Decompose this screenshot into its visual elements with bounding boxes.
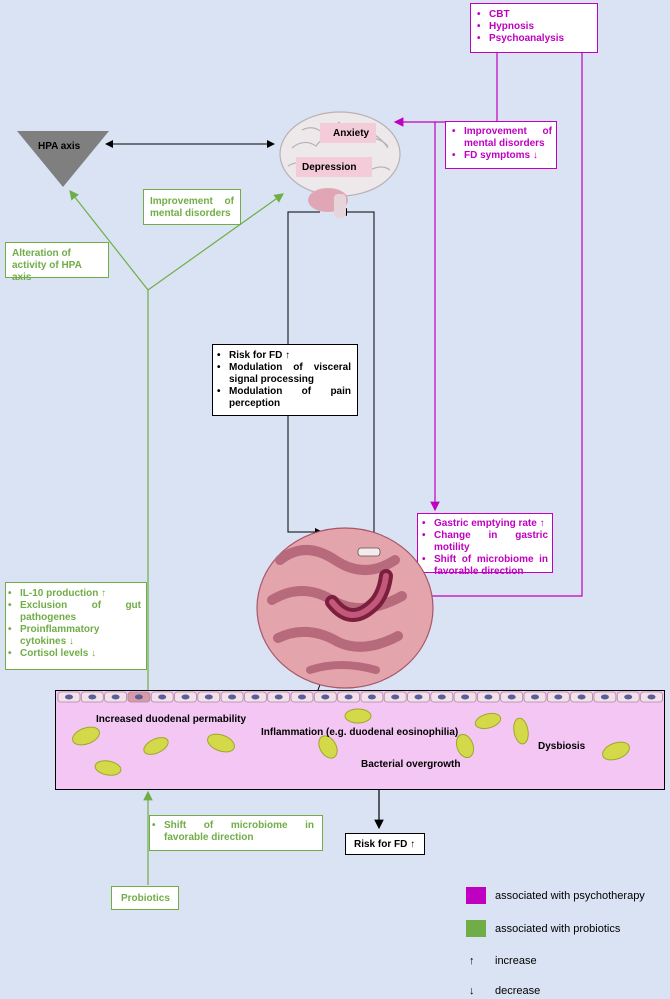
cell-nucleus	[111, 694, 120, 700]
cell-nucleus	[228, 694, 237, 700]
risk-modulation-item: Risk for FD ↑	[215, 350, 351, 362]
inflammation-label: Inflammation (e.g. duodenal eosinophilia…	[261, 727, 459, 738]
legend-decrease-arrow: ↓	[469, 985, 475, 997]
duodenum-band: Increased duodenal permability Inflammat…	[55, 690, 665, 790]
probiotic-effect: Proinflammatory cytokines ↓	[6, 624, 141, 648]
risk-fd-box: Risk for FD ↑	[345, 833, 425, 855]
cell-nucleus	[158, 694, 167, 700]
probiotics-box: Probiotics	[111, 886, 179, 910]
legend-decrease-label: decrease	[495, 985, 541, 997]
legend-psychotherapy-swatch	[466, 887, 486, 904]
overgrowth-label: Bacterial overgrowth	[361, 759, 461, 770]
cell-nucleus	[204, 694, 213, 700]
gastric-effect: Shift of microbiome in favorable directi…	[420, 554, 548, 578]
hpa-axis-label: HPA axis	[38, 141, 81, 152]
intestine-icon	[256, 527, 434, 689]
anxiety-box	[320, 123, 376, 143]
anxiety-label: Anxiety	[333, 128, 370, 139]
cell-nucleus	[647, 694, 656, 700]
cell-nucleus	[531, 694, 539, 700]
depression-label: Depression	[302, 162, 357, 173]
cell-nucleus	[88, 694, 97, 700]
cell-nucleus	[624, 694, 633, 700]
probiotic-effect: IL-10 production ↑	[6, 588, 141, 600]
probiotic-effect: Cortisol levels ↓	[6, 648, 141, 660]
psych-brain-effect: FD symptoms ↓	[450, 150, 552, 162]
alteration-hpa-box: Alteration of activity of HPA axis	[5, 242, 109, 283]
probiotic-effects-box: IL-10 production ↑ Exclusion of gut path…	[5, 582, 147, 670]
shift-microbiome-item: Shift of microbiome in favorable directi…	[150, 820, 314, 844]
psychotherapy-item: Psychoanalysis	[475, 33, 593, 45]
cell-nucleus	[251, 694, 260, 700]
legend-psychotherapy-label: associated with psychotherapy	[495, 890, 645, 902]
cell-nucleus	[507, 694, 516, 700]
cell-nucleus	[367, 694, 376, 700]
cell-nucleus	[600, 694, 609, 700]
cell-nucleus	[577, 694, 586, 700]
legend-increase-arrow: ↑	[469, 955, 475, 967]
gastric-effect: Change in gastric motility	[420, 530, 548, 554]
cell-nucleus	[181, 694, 190, 700]
gastric-effect: Gastric emptying rate ↑	[420, 518, 548, 530]
cell-nucleus	[344, 694, 353, 700]
risk-modulation-box: Risk for FD ↑ Modulation of visceral sig…	[212, 344, 358, 416]
psych-brain-effects-box: Improvement of mental disorders FD sympt…	[445, 121, 557, 169]
cell-nucleus	[391, 694, 400, 700]
cell-nucleus	[134, 694, 143, 700]
legend-increase-label: increase	[495, 955, 537, 967]
psych-brain-effect: Improvement of mental disorders	[450, 126, 552, 150]
psychotherapy-item: CBT	[475, 9, 593, 21]
duodenal-epithelium	[57, 691, 663, 776]
probiotic-effect: Exclusion of gut pathogenes	[6, 600, 141, 624]
hpa-axis-triangle	[17, 131, 109, 187]
cell-nucleus	[554, 694, 563, 700]
risk-modulation-item: Modulation of pain perception	[215, 386, 351, 410]
dysbiosis-label: Dysbiosis	[538, 741, 586, 752]
psychotherapy-box: CBT Hypnosis Psychoanalysis	[470, 3, 598, 53]
risk-modulation-item: Modulation of visceral signal processing	[215, 362, 351, 386]
legend-probiotics-swatch	[466, 920, 486, 937]
improvement-mental-box: Improvement of mental disorders	[143, 189, 241, 225]
cell-nucleus	[437, 694, 446, 700]
cell-nucleus	[321, 694, 330, 700]
cell-nucleus	[414, 694, 423, 700]
permeability-label: Increased duodenal permability	[96, 714, 247, 725]
psychotherapy-item: Hypnosis	[475, 21, 593, 33]
cell-nucleus	[274, 694, 283, 700]
cell-nucleus	[461, 694, 470, 700]
cell-nucleus	[65, 694, 73, 700]
legend-probiotics-label: associated with probiotics	[495, 923, 621, 935]
shift-microbiome-box: Shift of microbiome in favorable directi…	[149, 815, 323, 851]
depression-box	[296, 157, 372, 177]
gastric-effects-box: Gastric emptying rate ↑ Change in gastri…	[417, 513, 553, 577]
cell-nucleus	[484, 694, 493, 700]
cell-nucleus	[298, 694, 306, 700]
